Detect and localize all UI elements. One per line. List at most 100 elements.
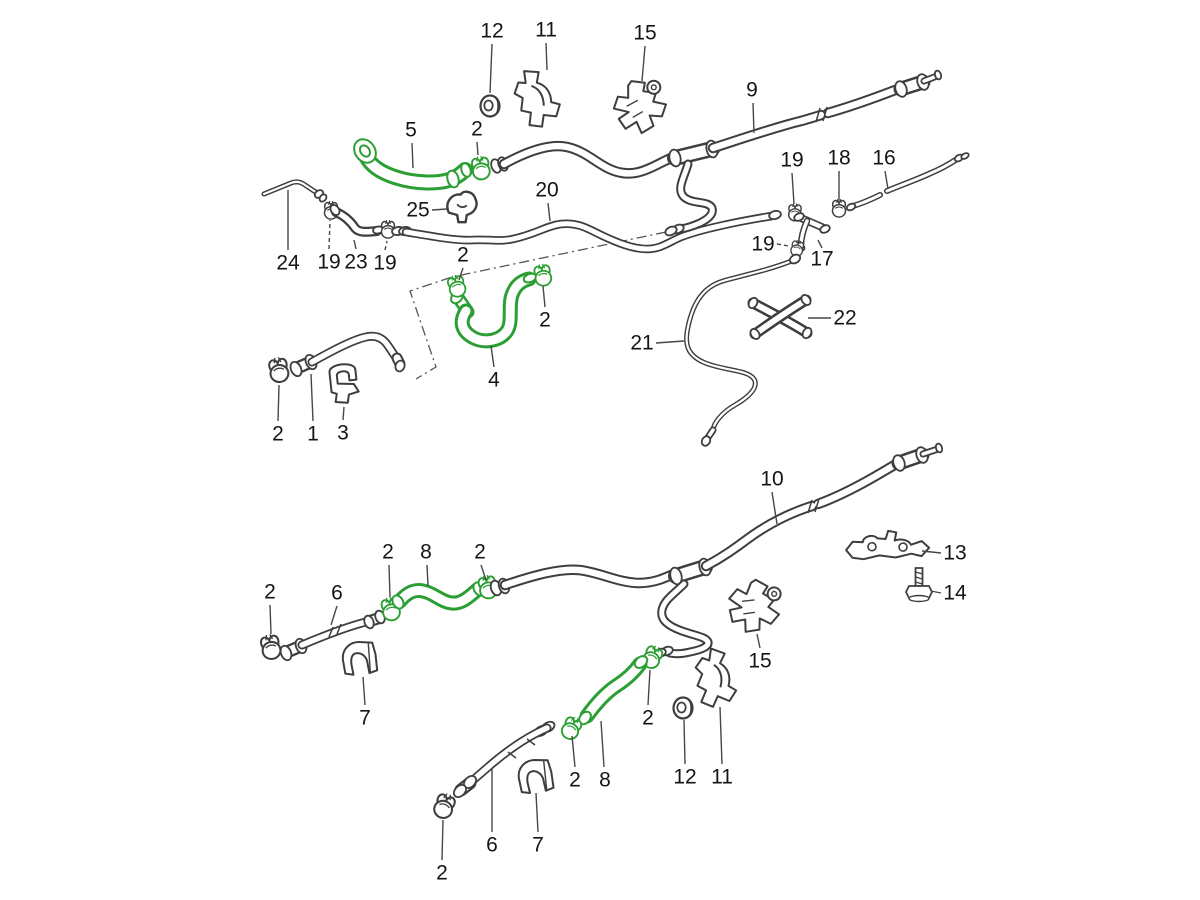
clamp-2-green-hose4-right — [532, 261, 554, 288]
bracket-11-lower — [692, 646, 740, 710]
callout-leader-8-37 — [600, 720, 605, 768]
pipe-9 — [490, 69, 943, 237]
callout-label-17-12: 17 — [810, 248, 833, 271]
callout-leader-2-35 — [647, 669, 651, 706]
callout-label-19-6: 19 — [780, 149, 803, 172]
callout-leader-13-29 — [921, 550, 942, 554]
callout-leader-17-12 — [817, 239, 823, 249]
callout-leader-7-34 — [362, 676, 366, 706]
callout-leader-5-4 — [411, 142, 414, 169]
clamp-2-gray-pipe6b — [430, 790, 459, 822]
callout-leader-23-15 — [353, 239, 357, 250]
bracket-13 — [844, 527, 931, 562]
callout-label-2-28: 2 — [474, 541, 486, 564]
callout-label-20-9: 20 — [535, 179, 558, 202]
callout-label-2-5: 2 — [471, 118, 483, 141]
mounting-dash-line — [409, 231, 667, 380]
callout-label-2-40: 2 — [436, 862, 448, 885]
hose-5-highlighted — [353, 138, 473, 191]
callout-label-14-30: 14 — [943, 582, 967, 605]
callout-leader-14-30 — [930, 590, 942, 594]
callout-label-11-1: 11 — [535, 19, 557, 42]
bracket-22 — [747, 294, 813, 340]
callout-label-23-15: 23 — [344, 251, 367, 274]
callout-leader-2-18 — [542, 285, 546, 308]
callout-leader-20-9 — [547, 202, 551, 222]
callout-label-25-10: 25 — [406, 199, 429, 222]
lower-assembly — [258, 442, 944, 822]
pipe-20 — [391, 209, 782, 254]
callout-leader-19-11 — [776, 243, 790, 247]
callout-leader-2-22 — [277, 384, 280, 422]
clamp-2-gray-pipe6a — [258, 631, 284, 662]
bracket-3 — [327, 361, 361, 406]
callout-label-7-34: 7 — [359, 707, 371, 730]
hose-8-lower-highlighted — [578, 655, 649, 726]
callout-label-6-32: 6 — [331, 582, 343, 605]
callout-leader-2-5 — [476, 141, 479, 156]
nipple-fitting — [318, 193, 328, 203]
upper-assembly — [261, 64, 970, 447]
callout-label-16-8: 16 — [872, 147, 895, 170]
pipe-6-upper — [279, 609, 386, 662]
callout-leader-2-17 — [458, 267, 464, 281]
callout-label-12-38: 12 — [673, 766, 696, 789]
callout-leader-16-8 — [884, 170, 889, 190]
callout-leader-10-25 — [771, 491, 778, 525]
callout-label-8-37: 8 — [599, 769, 611, 792]
callout-label-12-0: 12 — [480, 20, 503, 43]
clamp-18 — [831, 198, 847, 218]
callout-label-19-11: 19 — [751, 233, 774, 256]
callout-leader-3-24 — [342, 406, 345, 421]
clip-25 — [446, 190, 478, 224]
clamp-2-green-hose4-left — [445, 272, 469, 300]
pipe-21 — [684, 253, 802, 447]
pipe-6-lower — [453, 720, 556, 798]
callout-leader-2-31 — [269, 604, 272, 635]
callout-leader-8-27 — [426, 564, 429, 587]
callout-leader-12-0 — [489, 43, 493, 94]
callout-label-8-27: 8 — [420, 541, 432, 564]
hose-8-upper-highlighted — [391, 581, 486, 611]
callout-label-2-26: 2 — [382, 541, 394, 564]
callout-leader-2-36 — [571, 735, 576, 768]
hose-16 — [845, 152, 970, 212]
callout-label-11-39: 11 — [711, 766, 733, 789]
callout-label-1-23: 1 — [307, 423, 319, 446]
clamp-2-green-hose5 — [469, 154, 492, 182]
callout-label-4-21: 4 — [488, 369, 500, 392]
pipe-24 — [261, 179, 325, 199]
callout-label-18-7: 18 — [827, 147, 850, 170]
callout-label-15-2: 15 — [633, 22, 656, 45]
callout-label-2-31: 2 — [264, 581, 276, 604]
callout-label-2-36: 2 — [569, 769, 581, 792]
callout-label-2-17: 2 — [457, 244, 469, 267]
clip-7-upper — [340, 639, 379, 677]
holder-15-upper — [608, 74, 672, 139]
callout-leader-19-14 — [328, 219, 331, 250]
callout-leader-25-10 — [431, 208, 448, 211]
callout-leader-15-33 — [756, 633, 761, 649]
hose-23 — [329, 204, 384, 237]
callout-label-9-3: 9 — [746, 79, 758, 102]
callout-label-10-25: 10 — [760, 468, 783, 491]
pipe-10 — [489, 442, 944, 659]
bracket-11-upper — [509, 64, 565, 132]
callout-leader-1-23 — [310, 373, 314, 422]
grommet-12-upper — [479, 94, 501, 118]
callout-label-3-24: 3 — [337, 422, 349, 445]
callout-leader-4-21 — [490, 345, 495, 368]
callout-label-13-29: 13 — [943, 542, 966, 565]
callout-label-6-41: 6 — [486, 834, 498, 857]
callout-leader-12-38 — [683, 719, 686, 765]
callout-leader-19-16 — [384, 240, 388, 251]
callout-leader-9-3 — [752, 102, 755, 134]
callout-leader-2-26 — [388, 564, 391, 598]
callout-label-15-33: 15 — [748, 650, 771, 673]
callout-label-2-35: 2 — [642, 707, 654, 730]
callout-leader-11-1 — [545, 42, 548, 71]
grommet-12-lower — [672, 696, 694, 720]
pipe-1 — [289, 331, 406, 378]
